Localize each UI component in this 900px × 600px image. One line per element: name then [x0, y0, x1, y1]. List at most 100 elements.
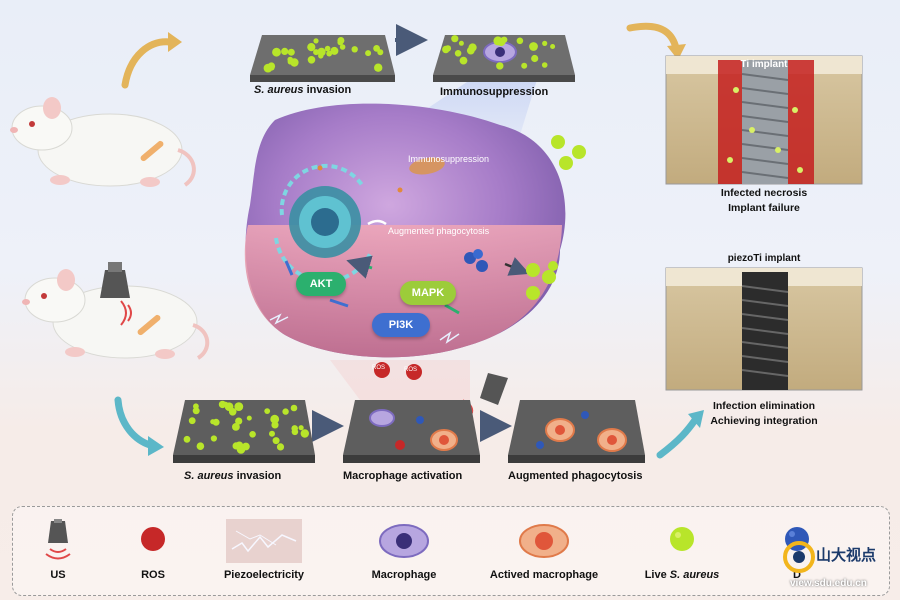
bacterium — [290, 58, 299, 67]
bacterium — [307, 56, 316, 64]
rat-top — [10, 97, 196, 187]
legend-label-dead-bacteria: D — [793, 569, 801, 581]
curved-arrow-top-right — [626, 22, 680, 52]
bacterium — [235, 417, 243, 425]
bacterium — [272, 437, 280, 445]
bacterium — [264, 408, 271, 414]
macrophage-icon — [379, 524, 429, 558]
bacterium — [351, 46, 358, 53]
watermark-url: view.sdu.edu.cn — [790, 578, 867, 589]
bacterium — [313, 38, 319, 44]
bacterium — [542, 40, 548, 47]
bacterium — [529, 42, 538, 51]
tile-activation-bottom — [343, 400, 480, 463]
bacterium — [454, 50, 462, 57]
bacterium — [302, 431, 308, 438]
legend-item-us: US — [23, 507, 93, 595]
bacterium — [373, 45, 380, 52]
bacterium — [307, 43, 316, 52]
legend-label-piezoelectricity: Piezoelectricity — [223, 569, 305, 581]
label-macrophage-activation: Macrophage activation — [343, 470, 463, 482]
ti-caption-1: Infected necrosis — [720, 187, 808, 199]
label-invasion-bottom: S. aureus invasion — [184, 470, 282, 482]
bacterium — [188, 417, 196, 425]
bacterium — [249, 431, 256, 438]
bacterium — [337, 39, 344, 46]
bacterium — [550, 44, 556, 49]
cell-immunosuppression-text: Immunosuppression — [408, 154, 490, 164]
ti-implant-title: Ti implant — [740, 59, 788, 70]
bacterium — [290, 404, 298, 412]
bacterium — [496, 62, 504, 70]
bacterium — [459, 56, 468, 65]
watermark-brand: 山大视点 — [816, 546, 877, 564]
bacterium — [232, 442, 240, 450]
pathway-pi3k: PI3K — [372, 313, 430, 337]
bacterium — [365, 50, 372, 57]
bacterium — [521, 62, 528, 69]
bacterium — [442, 45, 450, 54]
piezoti-implant-title: piezoTi implant — [727, 253, 801, 264]
piezo-caption-2: Achieving integration — [710, 415, 818, 427]
panel-piezoti-implant — [665, 267, 863, 391]
bacterium — [287, 48, 295, 56]
zoom-beam-bottom — [330, 360, 470, 400]
piezoelectricity-icon — [226, 519, 302, 563]
watermark-logo-icon — [783, 541, 815, 573]
label-invasion-top: S. aureus invasion — [254, 84, 352, 96]
ti-caption-2: Implant failure — [728, 202, 800, 214]
curved-arrow-head — [148, 436, 164, 456]
bacterium — [196, 442, 205, 451]
bacterium — [228, 408, 237, 416]
bacterium — [298, 425, 304, 431]
legend: US ROS Piezoelectricity Macrophage Activ… — [12, 506, 890, 596]
legend-item-piezoelectricity: Piezoelectricity — [209, 507, 319, 595]
panel-ti-implant — [665, 55, 863, 185]
label-augmented-phagocytosis: Augmented phagocytosis — [508, 470, 643, 482]
pathway-akt: AKT — [296, 272, 346, 296]
legend-item-macrophage: Macrophage — [349, 507, 459, 595]
bacterium — [313, 49, 320, 56]
legend-item-live-bacteria: Live S. aureus — [627, 507, 737, 595]
bacterium — [374, 63, 383, 72]
bacterium — [531, 54, 539, 63]
bacterium — [500, 36, 507, 44]
bacterium — [339, 44, 346, 50]
legend-item-ros: ROS — [113, 507, 193, 595]
bacterium — [268, 64, 275, 71]
bacterium — [516, 37, 524, 45]
ros-icon — [141, 527, 165, 551]
live-bacteria-icon — [670, 527, 694, 551]
ros-badge-2: ROS — [404, 367, 418, 373]
legend-label-macrophage: Macrophage — [371, 569, 437, 581]
bacterium — [317, 47, 326, 57]
legend-label-us: US — [50, 569, 66, 581]
bacteria-cluster-right — [526, 135, 586, 300]
piezo-caption-1: Infection elimination — [712, 400, 816, 412]
bacterium — [269, 430, 275, 437]
bacterium — [234, 402, 244, 411]
rat-bottom — [22, 262, 210, 360]
bacterium — [330, 46, 339, 55]
pathway-mapk: MAPK — [400, 281, 456, 305]
ros-dots — [374, 362, 422, 380]
bacterium — [223, 401, 229, 407]
bacterium — [451, 35, 459, 43]
ros-badge-1: ROS — [372, 365, 386, 371]
curved-arrow-bottom-right — [656, 416, 699, 459]
bacterium — [458, 40, 464, 46]
legend-label-live-bacteria: Live S. aureus — [644, 569, 720, 581]
curved-arrow-head — [667, 44, 686, 60]
bacterium — [272, 47, 281, 57]
bacterium — [468, 43, 477, 52]
tile-immunosuppression-top — [433, 35, 575, 82]
cell-augmented-text: Augmented phagocytosis — [388, 226, 490, 236]
bacterium — [192, 407, 200, 415]
bacterium — [281, 47, 289, 56]
activated-macrophage-icon — [519, 524, 569, 558]
bacterium — [541, 62, 548, 68]
legend-item-actived-macrophage: Actived macrophage — [479, 507, 609, 595]
curved-arrow-bottom-left — [114, 396, 154, 449]
legend-label-actived-macrophage: Actived macrophage — [489, 569, 599, 581]
